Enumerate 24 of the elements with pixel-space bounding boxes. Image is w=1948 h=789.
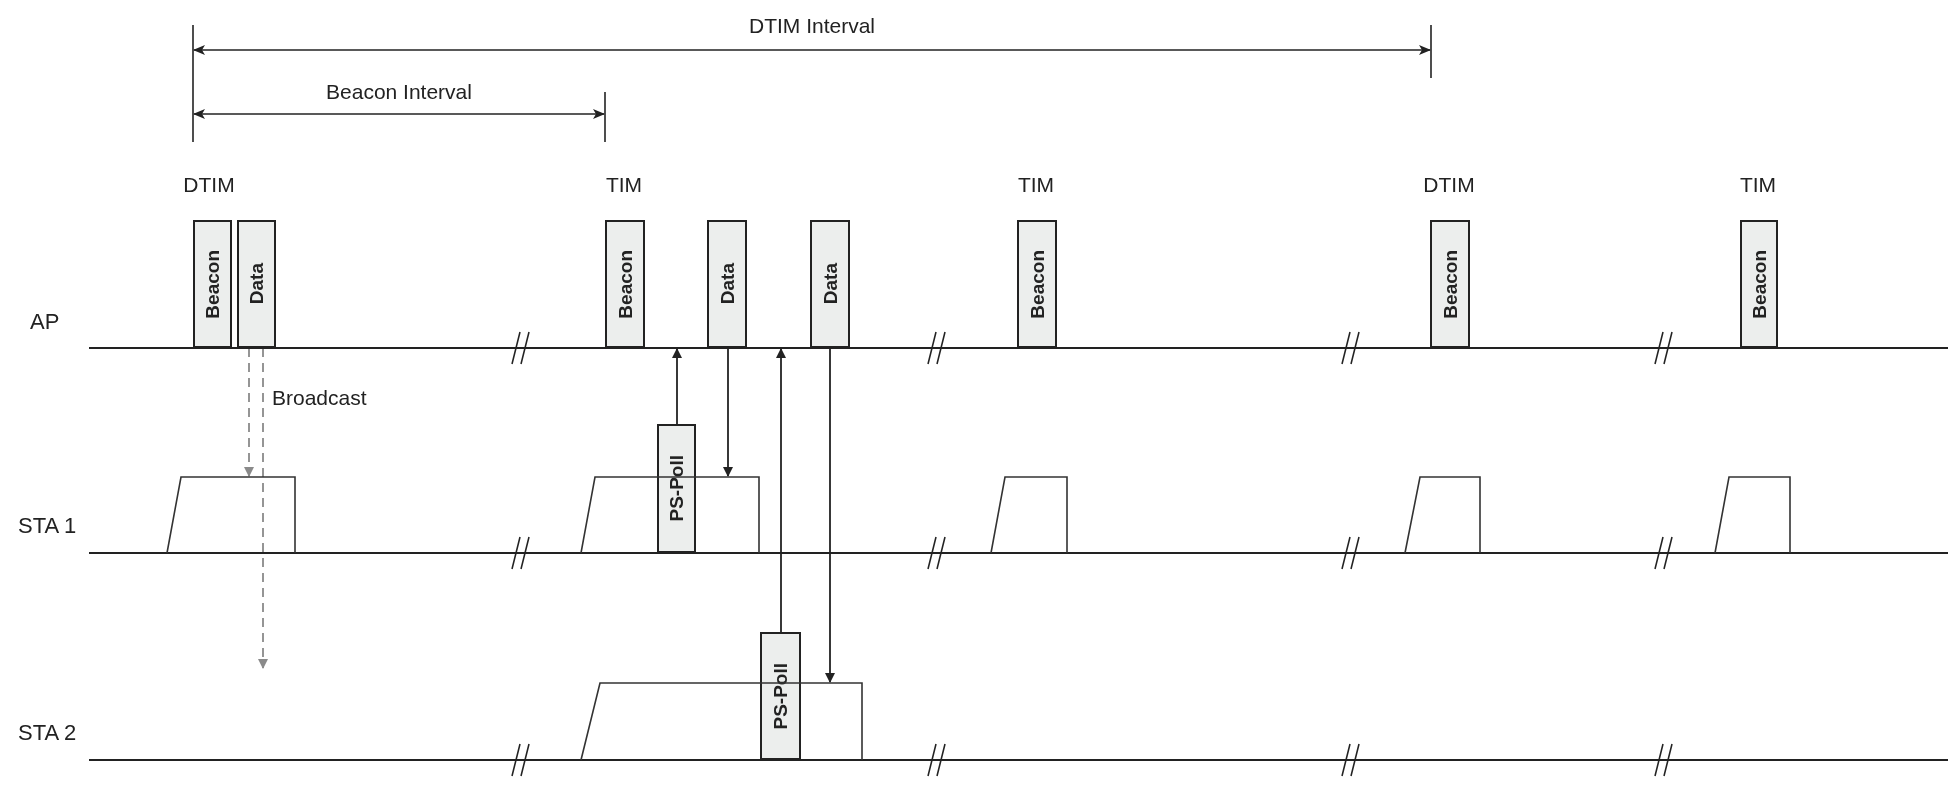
arrow (258, 347, 268, 669)
frame-box: Beacon (605, 220, 645, 348)
awake-period-outline (990, 476, 1068, 554)
frame-box: Data (237, 220, 276, 348)
station-label: STA 2 (18, 722, 77, 744)
frame-box: Beacon (1740, 220, 1778, 348)
edge-label: Broadcast (272, 387, 367, 408)
arrow (723, 347, 733, 477)
arrow (672, 348, 682, 425)
frame-box: PS-Poll (657, 424, 696, 553)
frame-box: Beacon (1430, 220, 1470, 348)
station-label: STA 1 (18, 515, 77, 537)
awake-period-outline (1714, 476, 1791, 554)
frame-box: Beacon (193, 220, 232, 348)
frame-box: Data (707, 220, 747, 348)
station-label: AP (30, 311, 60, 333)
frame-box: PS-Poll (760, 632, 801, 760)
awake-period-outline (1404, 476, 1481, 554)
awake-period-outline (166, 476, 296, 554)
arrow (244, 347, 254, 477)
arrow (825, 347, 835, 683)
frame-box: Beacon (1017, 220, 1057, 348)
arrow (776, 348, 786, 633)
frame-box: Data (810, 220, 850, 348)
